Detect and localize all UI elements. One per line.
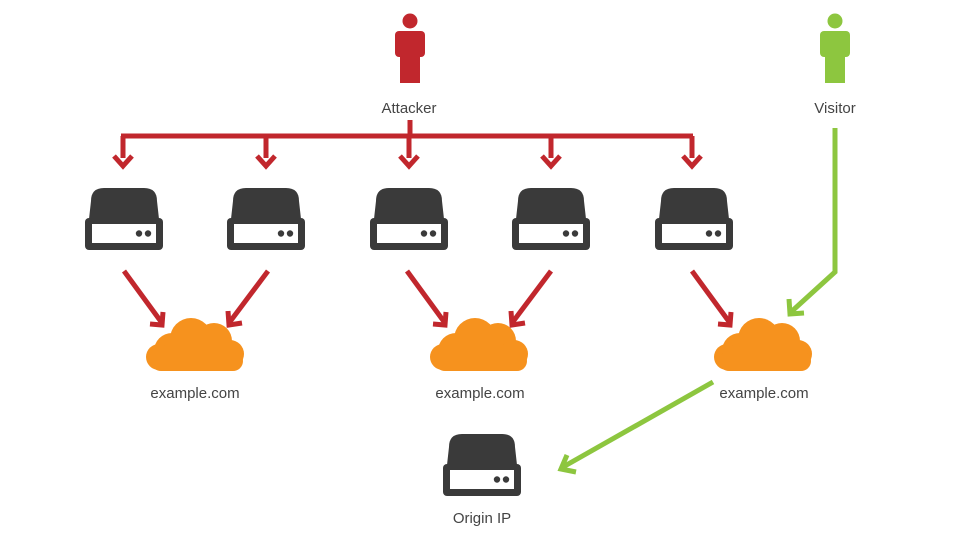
arrowhead-down-3 [398,154,420,170]
attack-arrow-3 [404,269,448,325]
clouds [146,318,812,371]
origin-arrowhead [557,454,577,475]
attacker-figure [395,13,425,83]
attack-arrow-5 [689,269,733,325]
attacker-label: Attacker [381,100,436,117]
arrowhead-2 [225,310,243,328]
visitor-figure [820,13,850,83]
attack-arrow-2 [227,269,270,325]
person-icon [820,13,850,83]
server-icon [370,188,448,250]
visitor-path [557,128,838,475]
visitor-line [789,128,838,314]
attack-arrow-4 [510,269,553,325]
attack-arrows [121,269,734,328]
server-icon [443,434,521,496]
arrowhead-down-4 [540,154,562,170]
arrowhead-5 [717,311,734,328]
cloud-label-1: example.com [150,385,239,402]
origin-label: Origin IP [453,510,511,527]
arrowhead-3 [432,311,449,328]
arrowhead-down-1 [112,154,134,170]
botnet-servers [85,188,733,250]
cloud-label-2: example.com [435,385,524,402]
attack-arrow-1 [121,269,165,325]
arrowhead-4 [508,310,526,328]
visitor-label: Visitor [814,100,855,117]
origin-server [443,434,521,496]
visitor-arrowhead [786,298,805,317]
origin-line [561,379,715,470]
attack-lines [112,120,703,170]
cloud-label-3: example.com [719,385,808,402]
arrowhead-down-2 [255,154,277,170]
server-icon [512,188,590,250]
arrowhead-1 [149,311,166,328]
server-icon [655,188,733,250]
arrowhead-down-5 [681,154,703,170]
person-icon [395,13,425,83]
server-icon [85,188,163,250]
server-icon [227,188,305,250]
